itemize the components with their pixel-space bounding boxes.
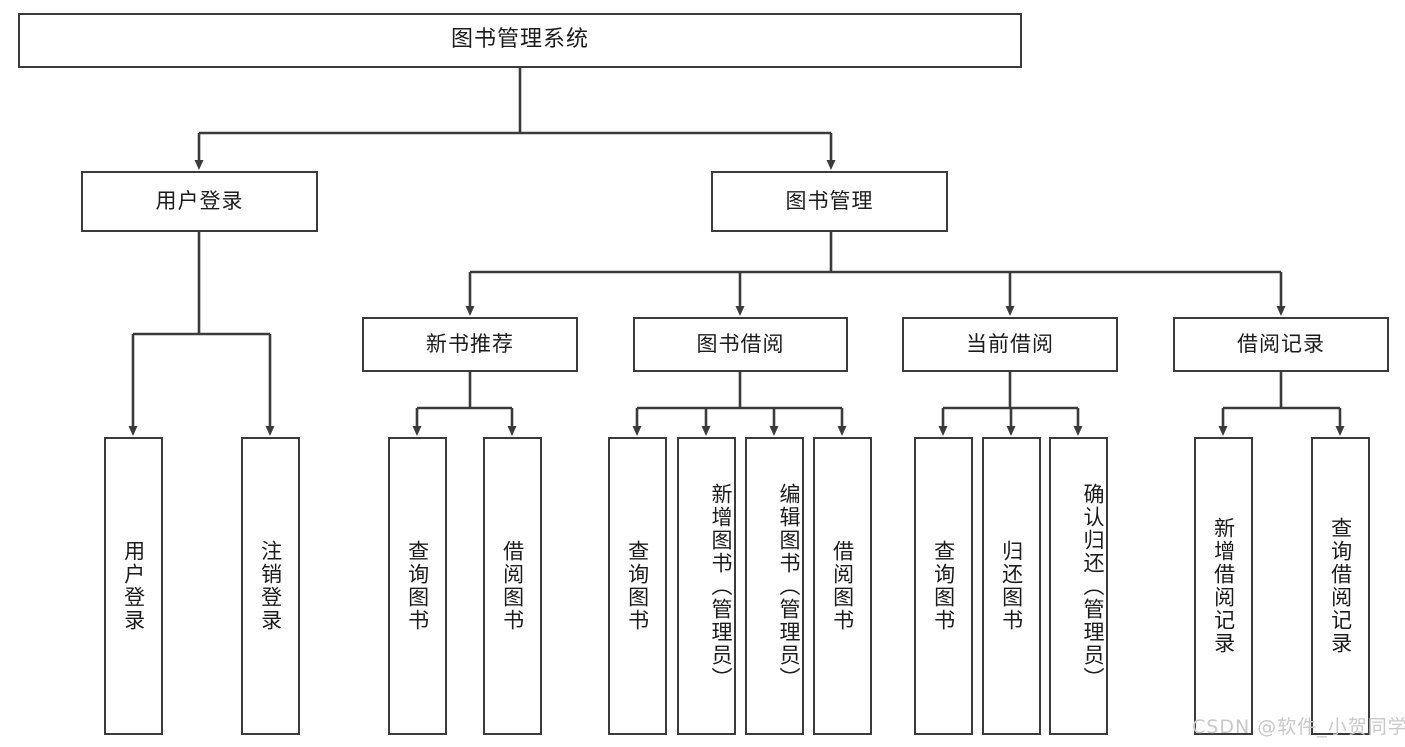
node-new-book-recommend[interactable]: 新书推荐 bbox=[362, 317, 578, 372]
leaf-user-login-label: 用户登录 bbox=[121, 540, 146, 632]
leaf-edit-book-label: 编辑图书（管理员） bbox=[777, 482, 801, 690]
leaf-add-record[interactable]: 新增借阅记录 bbox=[1194, 437, 1253, 735]
leaf-borrow-book-1[interactable]: 借阅图书 bbox=[483, 437, 542, 735]
leaf-add-record-label: 新增借阅记录 bbox=[1211, 517, 1236, 655]
leaf-query-book-1-label: 查询图书 bbox=[405, 540, 430, 632]
node-borrow-record[interactable]: 借阅记录 bbox=[1173, 317, 1389, 372]
node-book-manage-label: 图书管理 bbox=[785, 188, 874, 213]
leaf-borrow-book-1-label: 借阅图书 bbox=[500, 540, 525, 632]
node-user-login[interactable]: 用户登录 bbox=[81, 171, 318, 232]
leaf-query-record-label: 查询借阅记录 bbox=[1328, 517, 1353, 655]
node-root[interactable]: 图书管理系统 bbox=[18, 13, 1022, 68]
leaf-borrow-book-2[interactable]: 借阅图书 bbox=[813, 437, 872, 735]
node-current-borrow[interactable]: 当前借阅 bbox=[902, 317, 1118, 372]
node-new-book-recommend-label: 新书推荐 bbox=[426, 331, 514, 356]
node-book-borrow-label: 图书借阅 bbox=[696, 331, 785, 356]
leaf-query-book-1[interactable]: 查询图书 bbox=[388, 437, 447, 735]
leaf-confirm-return-label: 确认归还（管理员） bbox=[1081, 482, 1105, 690]
leaf-logout-label: 注销登录 bbox=[258, 540, 283, 632]
node-current-borrow-label: 当前借阅 bbox=[966, 331, 1054, 356]
leaf-borrow-book-2-label: 借阅图书 bbox=[830, 540, 855, 632]
node-user-login-label: 用户登录 bbox=[155, 188, 244, 213]
leaf-add-book[interactable]: 新增图书（管理员） bbox=[677, 437, 736, 735]
leaf-return-book-label: 归还图书 bbox=[999, 540, 1024, 632]
node-root-label: 图书管理系统 bbox=[450, 27, 589, 53]
node-borrow-record-label: 借阅记录 bbox=[1237, 331, 1325, 356]
leaf-logout[interactable]: 注销登录 bbox=[241, 437, 300, 735]
leaf-confirm-return[interactable]: 确认归还（管理员） bbox=[1049, 437, 1108, 735]
leaf-query-book-3-label: 查询图书 bbox=[931, 540, 956, 632]
node-book-borrow[interactable]: 图书借阅 bbox=[633, 317, 848, 372]
leaf-user-login[interactable]: 用户登录 bbox=[104, 437, 163, 735]
node-book-manage[interactable]: 图书管理 bbox=[711, 171, 948, 232]
leaf-return-book[interactable]: 归还图书 bbox=[982, 437, 1041, 735]
leaf-query-record[interactable]: 查询借阅记录 bbox=[1311, 437, 1370, 735]
leaf-query-book-2-label: 查询图书 bbox=[625, 540, 650, 632]
leaf-query-book-2[interactable]: 查询图书 bbox=[608, 437, 667, 735]
leaf-add-book-label: 新增图书（管理员） bbox=[709, 482, 733, 690]
leaf-query-book-3[interactable]: 查询图书 bbox=[914, 437, 973, 735]
leaf-edit-book[interactable]: 编辑图书（管理员） bbox=[745, 437, 804, 735]
